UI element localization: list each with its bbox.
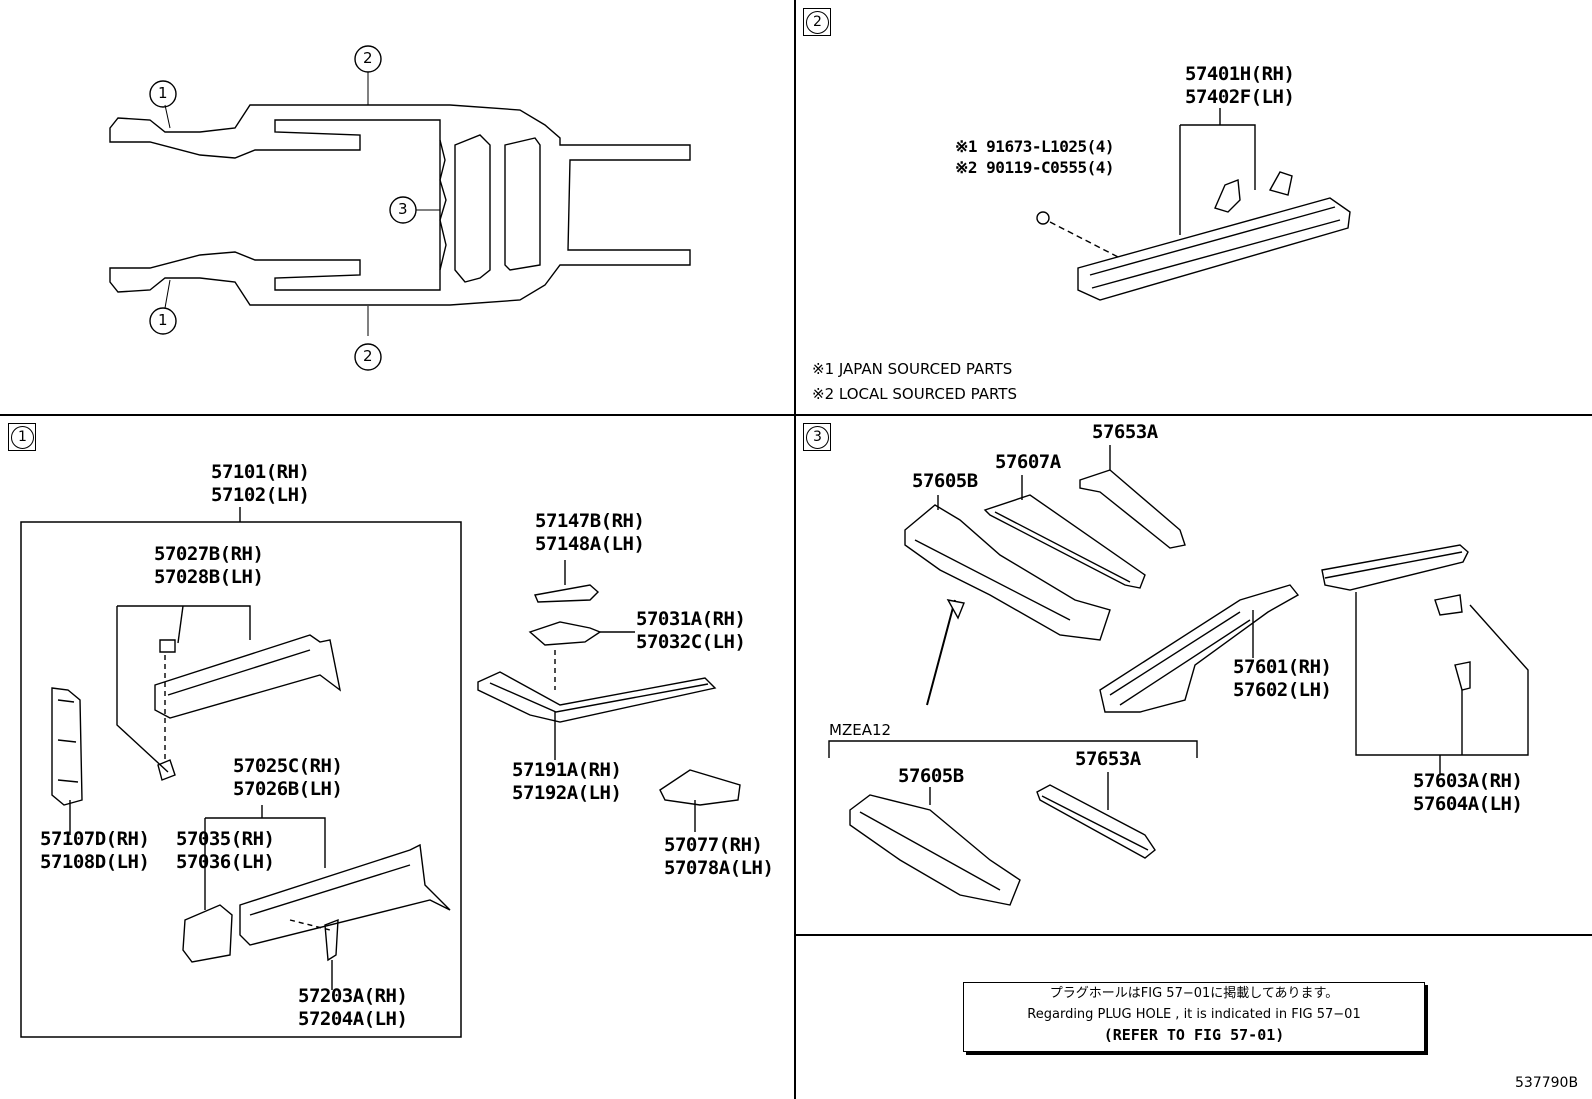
callout-2: 2 <box>806 11 829 34</box>
part-57401-label: 57401H(RH) 57402F(LH) <box>1185 63 1295 108</box>
section-badge-3: 3 <box>803 423 831 451</box>
footnote-local: ※2 LOCAL SOURCED PARTS <box>812 385 1017 403</box>
part-57653A-bottom-label: 57653A <box>1075 748 1141 770</box>
fastener-labels: ※1 91673-L1025(4) ※2 90119-C0555(4) <box>955 137 1115 177</box>
panel3-drawings <box>828 445 1529 906</box>
overview-callout-2a: 2 <box>363 49 373 67</box>
part-57147-label: 57147B(RH) 57148A(LH) <box>535 510 645 555</box>
part-57603-label: 57603A(RH) 57604A(LH) <box>1413 770 1523 815</box>
panel2-rocker-drawing <box>1036 108 1351 301</box>
overview-callout-2b: 2 <box>363 347 373 365</box>
part-57607A-label: 57607A <box>995 451 1061 473</box>
overview-leaders <box>164 72 440 336</box>
underbody-overview-drawing <box>109 104 691 306</box>
overview-callout-1b: 1 <box>158 311 168 329</box>
part-57031-label: 57031A(RH) 57032C(LH) <box>636 608 746 653</box>
part-57191-label: 57191A(RH) 57192A(LH) <box>512 759 622 804</box>
section-badge-2: 2 <box>803 8 831 36</box>
model-code-label: MZEA12 <box>829 721 892 739</box>
footnote-japan: ※1 JAPAN SOURCED PARTS <box>812 360 1013 378</box>
part-57203-label: 57203A(RH) 57204A(LH) <box>298 985 408 1030</box>
part-57601-label: 57601(RH) 57602(LH) <box>1233 656 1332 701</box>
part-57077-label: 57077(RH) 57078A(LH) <box>664 834 774 879</box>
part-57107-label: 57107D(RH) 57108D(LH) <box>40 828 150 873</box>
part-57025-label: 57025C(RH) 57026B(LH) <box>233 755 343 800</box>
part-57653A-top-label: 57653A <box>1092 421 1158 443</box>
part-57027-label: 57027B(RH) 57028B(LH) <box>154 543 264 588</box>
part-57035-label: 57035(RH) 57036(LH) <box>176 828 275 873</box>
figure-id: 537790B <box>1515 1075 1579 1091</box>
callout-3: 3 <box>806 426 829 449</box>
overview-callout-circles <box>149 45 417 371</box>
plug-hole-notice: プラグホールはFIG 57−01に掲載してあります。 Regarding PLU… <box>963 982 1425 1052</box>
part-57605B-top-label: 57605B <box>912 470 978 492</box>
overview-callout-3: 3 <box>398 200 408 218</box>
section-badge-1: 1 <box>8 423 36 451</box>
overview-callout-1a: 1 <box>158 84 168 102</box>
notice-english: Regarding PLUG HOLE , it is indicated in… <box>1027 1007 1361 1022</box>
notice-japanese: プラグホールはFIG 57−01に掲載してあります。 <box>1049 986 1339 1001</box>
part-57605B-bottom-label: 57605B <box>898 765 964 787</box>
part-57101-label: 57101(RH) 57102(LH) <box>211 461 310 506</box>
callout-1: 1 <box>11 426 34 449</box>
notice-refer: (REFER TO FIG 57-01) <box>1103 1026 1285 1044</box>
panel1-drawings <box>20 507 741 1038</box>
